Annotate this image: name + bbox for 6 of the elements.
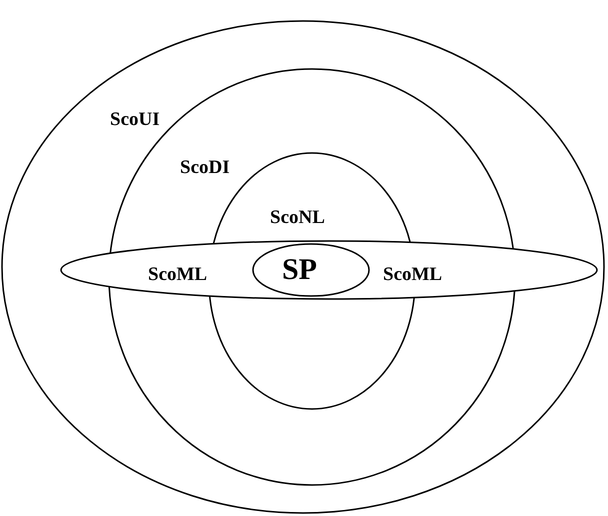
region-label: SP — [282, 255, 318, 285]
region-label: ScoML — [383, 265, 442, 284]
region-label: ScoDI — [180, 158, 230, 177]
region-label: ScoNL — [270, 208, 325, 227]
region-label: ScoUI — [110, 110, 160, 129]
region-label: ScoML — [148, 265, 208, 284]
